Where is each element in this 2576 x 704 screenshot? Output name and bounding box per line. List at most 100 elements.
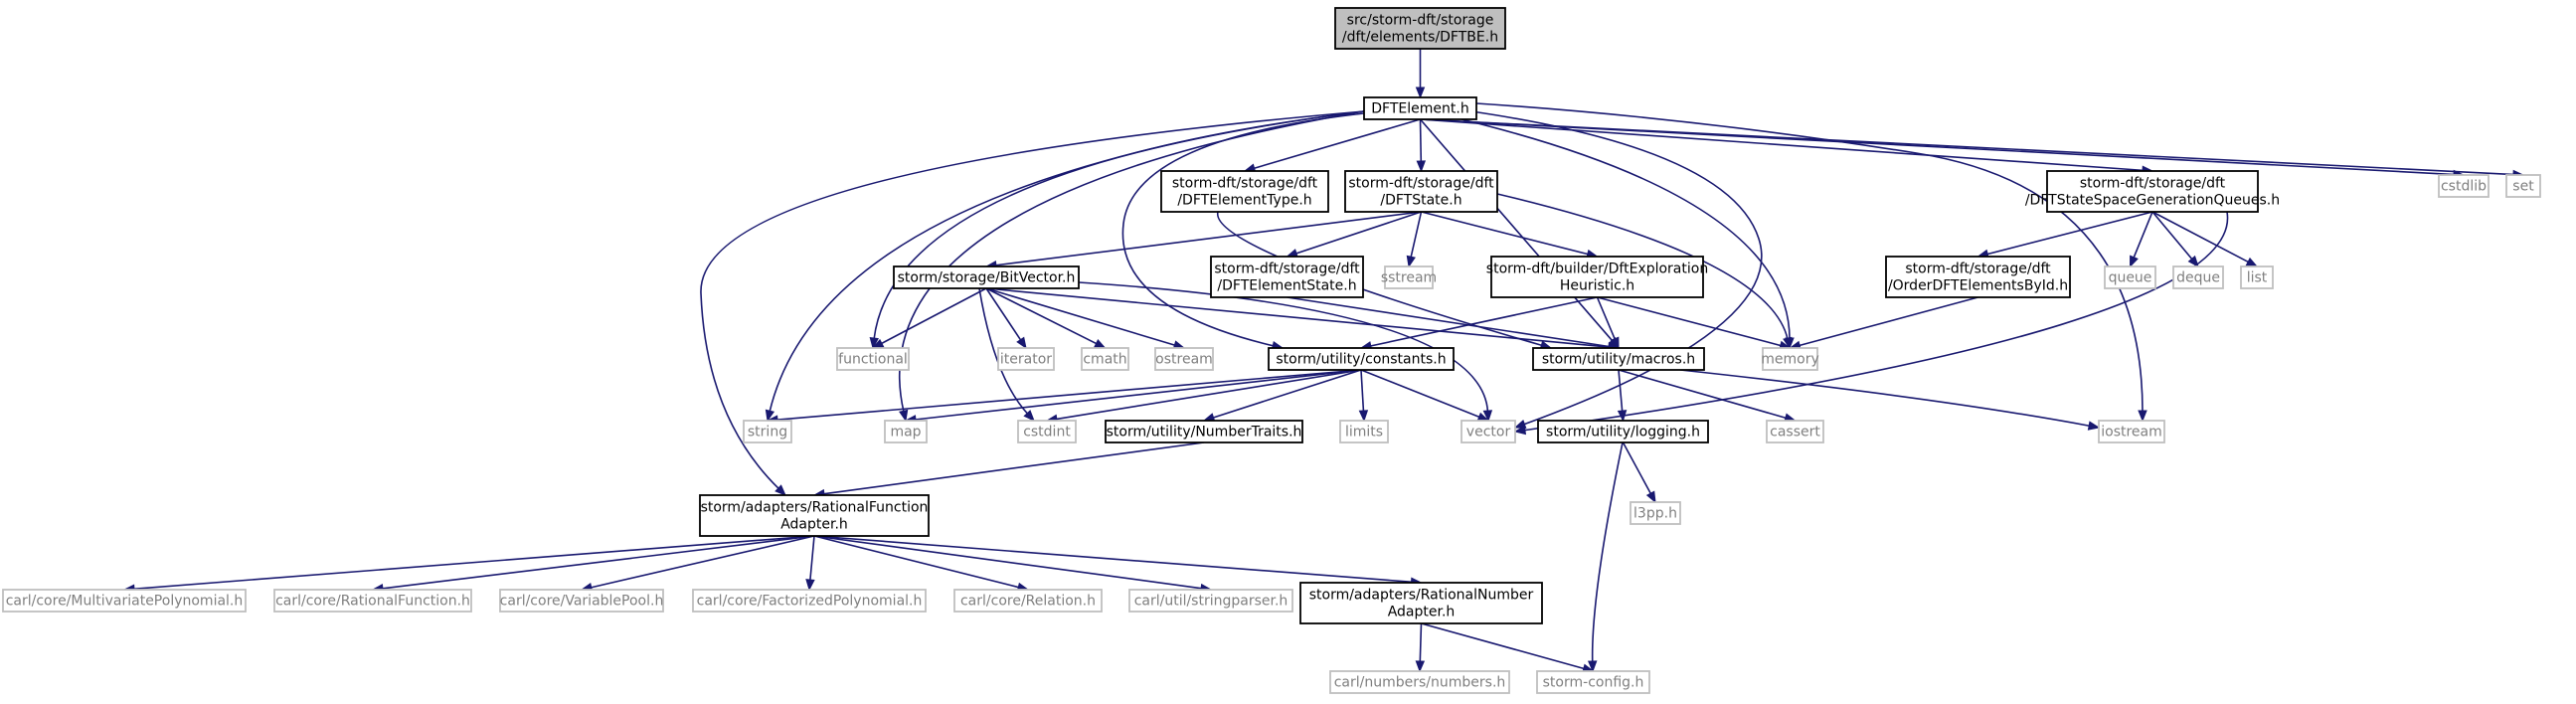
edge-SSGQueues-to-queue bbox=[2129, 211, 2153, 268]
edge-arrowhead bbox=[1415, 660, 1426, 673]
node-constants[interactable]: storm/utility/constants.h bbox=[1268, 347, 1455, 371]
edge-line bbox=[1078, 281, 1489, 413]
node-label: iostream bbox=[2101, 425, 2162, 440]
node-label: storm/utility/constants.h bbox=[1276, 352, 1446, 368]
node-OrderDFT[interactable]: storm-dft/storage/dft/OrderDFTElementsBy… bbox=[1885, 256, 2071, 298]
edge-line bbox=[2151, 211, 2193, 261]
node-box bbox=[273, 589, 472, 613]
node-VariablePool: carl/core/VariablePool.h bbox=[499, 589, 664, 613]
node-SSGQueues[interactable]: storm-dft/storage/dft/DFTStateSpaceGener… bbox=[2025, 170, 2280, 213]
edge-line bbox=[809, 535, 815, 582]
edge-arrowhead bbox=[2087, 421, 2101, 431]
edge-line bbox=[1986, 211, 2153, 256]
edge-line bbox=[2133, 211, 2153, 259]
node-box bbox=[997, 347, 1055, 371]
edge-line bbox=[1419, 118, 1423, 163]
node-box bbox=[2046, 170, 2259, 213]
edge-RationalNumberAdapter-to-numbers bbox=[1415, 622, 1426, 673]
node-label: vector bbox=[1466, 425, 1511, 440]
node-box bbox=[2505, 174, 2541, 198]
node-box bbox=[1268, 347, 1455, 371]
node-vector: vector bbox=[1460, 420, 1516, 443]
node-label: storm/utility/NumberTraits.h bbox=[1107, 425, 1302, 440]
node-label: functional bbox=[838, 352, 908, 368]
node-box bbox=[2104, 265, 2156, 289]
edge-arrowhead bbox=[2187, 255, 2199, 268]
node-DFTElement[interactable]: DFTElement.h bbox=[1363, 96, 1477, 120]
node-cstdlib: cstdlib bbox=[2438, 174, 2490, 198]
node-iterator: iterator bbox=[997, 347, 1055, 371]
node-box bbox=[1105, 420, 1303, 443]
node-DFTState[interactable]: storm-dft/storage/dft/DFTState.h bbox=[1344, 170, 1498, 213]
node-box bbox=[1766, 420, 1824, 443]
node-label: /OrderDFTElementsById.h bbox=[1888, 278, 2068, 294]
edge-line bbox=[1212, 369, 1362, 419]
node-DFTElementType[interactable]: storm-dft/storage/dft/DFTElementType.h bbox=[1160, 170, 1329, 213]
edge-line bbox=[700, 110, 1365, 490]
edge-arrowhead bbox=[1513, 419, 1527, 429]
edge-line bbox=[1421, 622, 1586, 670]
node-label: storm-dft/storage/dft bbox=[1214, 262, 1360, 277]
node-box bbox=[884, 420, 928, 443]
node-logging[interactable]: storm/utility/logging.h bbox=[1537, 420, 1709, 443]
edge-BitVector-to-iterator bbox=[985, 287, 1027, 350]
node-box bbox=[893, 265, 1080, 289]
node-box bbox=[1885, 256, 2071, 298]
edge-line bbox=[1253, 118, 1421, 170]
node-limits: limits bbox=[1339, 420, 1389, 443]
node-label: cstdint bbox=[1023, 425, 1071, 440]
edge-line bbox=[1420, 118, 2515, 176]
node-label: ostream bbox=[1155, 352, 1213, 368]
edge-line bbox=[1798, 296, 1978, 347]
node-box bbox=[1537, 420, 1709, 443]
node-box bbox=[953, 589, 1103, 613]
edge-DftExploration-to-macros bbox=[1596, 296, 1620, 350]
node-macros[interactable]: storm/utility/macros.h bbox=[1532, 347, 1705, 371]
edge-line bbox=[813, 535, 1413, 584]
node-MultivariatePolynomial: carl/core/MultivariatePolynomial.h bbox=[2, 589, 247, 613]
edge-line bbox=[813, 535, 1020, 589]
node-map: map bbox=[884, 420, 928, 443]
edge-line bbox=[813, 535, 1203, 590]
edge-line bbox=[1420, 118, 2145, 172]
node-label: sstream bbox=[1381, 270, 1437, 286]
edge-line bbox=[994, 211, 1422, 266]
node-label: Heuristic.h bbox=[1560, 278, 1634, 294]
node-label: storm-dft/storage/dft bbox=[2080, 176, 2226, 192]
node-label: string bbox=[748, 425, 787, 440]
node-box bbox=[1339, 420, 1389, 443]
edge-arrowhead bbox=[1513, 425, 1527, 436]
node-label: map bbox=[890, 425, 921, 440]
node-DftExploration[interactable]: storm-dft/builder/DftExplorationHeuristi… bbox=[1486, 256, 1708, 298]
node-box bbox=[1154, 347, 1214, 371]
edge-arrowhead bbox=[1415, 87, 1426, 99]
node-BitVector[interactable]: storm/storage/BitVector.h bbox=[893, 265, 1080, 289]
edge-DFTElement-to-RationalFunctionAdapter bbox=[700, 110, 1365, 496]
node-box bbox=[1299, 582, 1543, 624]
node-NumberTraits[interactable]: storm/utility/NumberTraits.h bbox=[1105, 420, 1303, 443]
node-label: set bbox=[2512, 179, 2534, 195]
edge-line bbox=[1121, 112, 1365, 347]
node-label: storm/utility/logging.h bbox=[1546, 425, 1700, 440]
edge-line bbox=[985, 287, 1022, 341]
edge-arrowhead bbox=[1610, 336, 1620, 350]
edge-line bbox=[1596, 296, 1617, 341]
node-DFTElementState[interactable]: storm-dft/storage/dft/DFTElementState.h bbox=[1210, 256, 1364, 298]
node-box bbox=[1334, 7, 1506, 50]
edge-line bbox=[1460, 118, 1791, 340]
edge-line bbox=[1618, 369, 1788, 420]
node-l3pp: l3pp.h bbox=[1630, 501, 1681, 525]
edge-arrowhead bbox=[805, 579, 815, 592]
edge-DFTElement-to-string bbox=[765, 110, 1365, 423]
edge-SSGQueues-to-vector bbox=[1513, 211, 2229, 436]
edge-line bbox=[132, 535, 815, 591]
node-label: storm/adapters/RationalNumber bbox=[1309, 588, 1534, 604]
node-label: storm-dft/storage/dft bbox=[1905, 262, 2051, 277]
edge-line bbox=[1287, 296, 1611, 348]
node-Relation: carl/core/Relation.h bbox=[953, 589, 1103, 613]
node-label: limits bbox=[1345, 425, 1383, 440]
edge-arrowhead bbox=[1023, 410, 1035, 422]
